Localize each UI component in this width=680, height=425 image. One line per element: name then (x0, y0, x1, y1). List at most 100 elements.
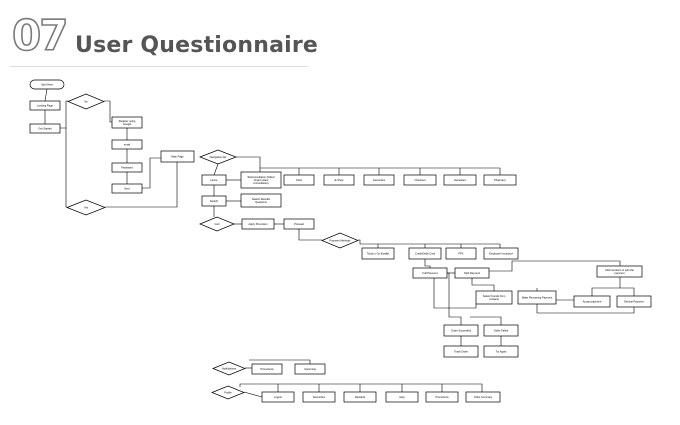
flow-node-label: Profile (224, 390, 232, 394)
flow-node-email: email (111, 139, 143, 150)
flow-node-trackorder: Track Order (443, 345, 479, 358)
flow-node-mainpage: Main Page (160, 150, 195, 163)
flow-node-shape (251, 363, 283, 375)
flow-node-shape (465, 391, 501, 403)
flow-node-label: Search Results/Questions (252, 197, 271, 204)
flow-node-proceed: Proceed (283, 218, 315, 230)
flow-node-label: Try Again (496, 349, 507, 353)
flow-node-checkout: Checkout (403, 174, 437, 186)
flow-node-shape (483, 324, 519, 337)
flow-node-shape (403, 174, 437, 186)
flow-node-shape (29, 123, 61, 134)
flow-node-d_payment: Payment Methods (321, 232, 359, 249)
flow-node-shape (111, 116, 143, 129)
flow-node-label: Payment Methods (330, 238, 352, 242)
flow-node-label: Notifications (222, 366, 237, 370)
flow-node-home: Home (201, 174, 227, 186)
connector-line (239, 383, 483, 392)
flow-node-label: Rewards (355, 395, 366, 399)
flow-node-shape (454, 267, 490, 279)
flow-node-shape (29, 79, 65, 90)
flow-node-shape (66, 199, 106, 216)
flow-node-promotions_p: Promotions (425, 391, 459, 403)
flow-node-label: Employer/ Insurance (489, 251, 513, 255)
connector-line (358, 239, 501, 248)
flow-node-label: Order Summary (474, 395, 493, 399)
connector-line (536, 304, 635, 314)
flow-node-label: FPX (458, 251, 463, 255)
flow-node-shape (302, 391, 336, 403)
flow-node-rewards: Rewards (343, 391, 377, 403)
flow-node-shape (443, 324, 479, 337)
flow-node-failed: Order Failed (483, 324, 519, 337)
flow-node-shape (111, 183, 143, 194)
flow-node-label: Credit/Debit Card (415, 251, 436, 255)
connector-line (471, 278, 495, 291)
flow-node-label: Cart (215, 222, 220, 226)
flow-node-label: Touch n Go Ewallet (367, 251, 390, 255)
flow-node-pharmacy: Pharmacy (483, 174, 517, 186)
flow-node-shape (111, 139, 143, 150)
flow-node-label: Favourites (313, 395, 326, 399)
flow-node-label: Checkout (415, 178, 426, 182)
flow-node-shape (475, 290, 513, 305)
flow-node-shape (408, 247, 442, 260)
flow-node-accept: Accept payment (573, 295, 611, 308)
flow-node-d_cart: Cart (199, 216, 235, 232)
connector-line (105, 162, 178, 208)
flow-node-label: Promotions (435, 395, 449, 399)
flow-node-clinic: Clinic (283, 174, 315, 186)
flow-node-shape (211, 385, 245, 400)
connector-line (60, 100, 68, 129)
flow-node-shape (483, 247, 519, 260)
connector-line (489, 260, 621, 272)
section-number: 07 (11, 11, 69, 60)
connector-line (470, 316, 502, 325)
flow-node-fpx: FPX (445, 247, 477, 260)
flow-node-shape (321, 232, 359, 249)
flow-node-password: Password (111, 162, 143, 173)
flow-node-logout: Logout (261, 391, 295, 403)
flow-node-decline: Decline Payment (616, 295, 652, 308)
flow-node-tryagain: Try Again (483, 345, 519, 358)
flow-node-label: E-Shop (335, 178, 344, 182)
flow-node-shape (212, 361, 246, 376)
flow-node-shape (363, 174, 395, 186)
flow-node-start: Start Here (29, 79, 65, 90)
connector-line (236, 156, 261, 172)
flow-node-d_profile: Profile (211, 385, 245, 400)
connector-line (44, 88, 48, 102)
flow-node-shape (160, 150, 195, 163)
flow-node-shape (199, 216, 235, 232)
flow-node-label: Make Remaining Payment (522, 295, 553, 299)
flow-node-shape (596, 265, 643, 278)
page-title: User Questionnaire (75, 33, 319, 58)
flow-node-label: Apply Promotion (248, 222, 268, 226)
flow-node-shape (412, 267, 448, 279)
flow-node-shape (283, 218, 315, 230)
flow-node-shape (294, 363, 326, 375)
connector-line (591, 277, 621, 296)
connector-line (298, 229, 322, 241)
flow-node-applypromo: Apply Promotion (241, 218, 275, 230)
flow-node-shape (241, 218, 275, 230)
flow-node-shape (111, 162, 143, 173)
flow-node-label: email (124, 142, 131, 146)
flow-node-creditdebit: Credit/Debit Card (408, 247, 442, 260)
flow-node-shape (483, 174, 517, 186)
flow-node-homecare: Homecare (443, 174, 477, 186)
flow-node-shape (283, 174, 315, 186)
flow-node-shape (323, 174, 355, 186)
flow-node-label: Order Failed (494, 328, 509, 332)
flow-node-d_no: No (67, 93, 105, 110)
flow-node-makeremaining: Make Remaining Payment (517, 290, 557, 305)
flow-node-label: Search (210, 199, 219, 203)
flow-node-d_nav: Navigation bar (199, 149, 237, 165)
